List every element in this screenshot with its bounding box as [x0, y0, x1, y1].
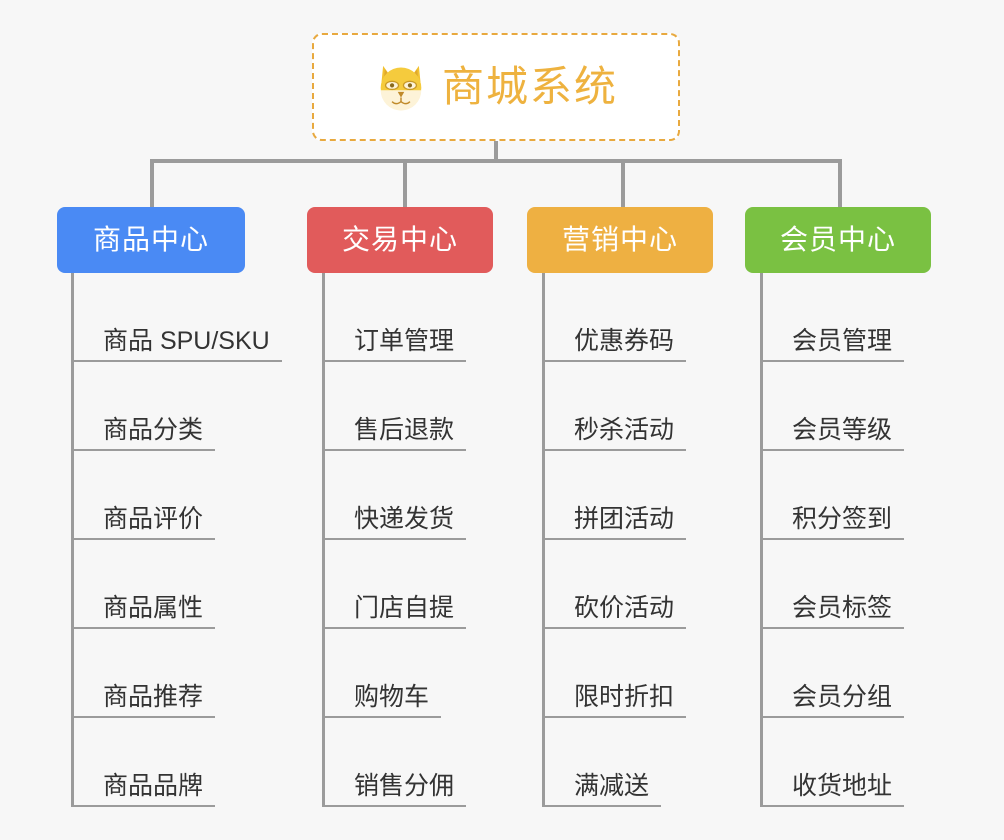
category-label: 商品中心 [92, 224, 209, 255]
leaf-item-underline: 商品属性 [71, 593, 216, 629]
category-label: 交易中心 [341, 224, 458, 255]
connector-horizontal-bus [150, 159, 840, 163]
leaf-item[interactable]: 商品分类 [71, 362, 216, 451]
leaf-item-underline: 商品评价 [71, 504, 216, 540]
leaf-item-label: 商品 SPU/SKU [103, 326, 270, 355]
root-node[interactable]: 商城系统 [312, 33, 680, 141]
leaf-item[interactable]: 满减送 [542, 718, 662, 807]
leaf-item-underline: 快递发货 [322, 504, 467, 540]
leaf-item[interactable]: 积分签到 [760, 451, 905, 540]
leaf-item-underline: 订单管理 [322, 326, 467, 362]
leaf-item-underline: 售后退款 [322, 415, 467, 451]
leaf-item-label: 会员分组 [792, 682, 893, 711]
leaf-item[interactable]: 商品 SPU/SKU [71, 273, 282, 362]
leaf-item[interactable]: 商品品牌 [71, 718, 216, 807]
leaf-item-label: 限时折扣 [574, 682, 675, 711]
leaf-item-underline: 秒杀活动 [542, 415, 687, 451]
leaf-item-label: 快递发货 [354, 504, 455, 533]
leaf-item-underline: 拼团活动 [542, 504, 687, 540]
leaf-item-label: 砍价活动 [574, 593, 675, 622]
leaf-item[interactable]: 拼团活动 [542, 451, 687, 540]
connector-root-stem [494, 141, 498, 163]
leaf-rail [71, 273, 74, 807]
leaf-item[interactable]: 快递发货 [322, 451, 467, 540]
leaf-item-underline: 商品 SPU/SKU [71, 328, 282, 362]
leaf-item[interactable]: 砍价活动 [542, 540, 687, 629]
leaf-rail [542, 273, 545, 807]
root-title: 商城系统 [441, 63, 618, 110]
connector-drop-product-center [150, 159, 154, 209]
leaf-item[interactable]: 购物车 [322, 629, 442, 718]
dog-face-icon [374, 61, 428, 113]
leaf-item-underline: 优惠券码 [542, 326, 687, 362]
leaf-item-label: 商品属性 [103, 593, 204, 622]
leaf-item[interactable]: 限时折扣 [542, 629, 687, 718]
leaf-item-label: 商品评价 [103, 504, 204, 533]
leaf-item-label: 收货地址 [792, 771, 893, 800]
leaf-item-underline: 销售分佣 [322, 771, 467, 807]
leaf-item-underline: 购物车 [322, 682, 442, 718]
category-box-trade-center[interactable]: 交易中心 [307, 207, 493, 273]
leaf-item-underline: 商品分类 [71, 415, 216, 451]
leaf-item[interactable]: 订单管理 [322, 273, 467, 362]
leaf-item-label: 秒杀活动 [574, 415, 675, 444]
leaf-item[interactable]: 商品评价 [71, 451, 216, 540]
leaf-item-underline: 商品推荐 [71, 682, 216, 718]
leaf-item-label: 售后退款 [354, 415, 455, 444]
leaf-item-underline: 收货地址 [760, 771, 905, 807]
leaf-item-label: 会员管理 [792, 326, 893, 355]
leaf-item-underline: 砍价活动 [542, 593, 687, 629]
category-box-product-center[interactable]: 商品中心 [57, 207, 245, 273]
leaf-item-underline: 门店自提 [322, 593, 467, 629]
category-box-marketing-center[interactable]: 营销中心 [527, 207, 713, 273]
leaf-rail [760, 273, 763, 807]
leaf-item-underline: 积分签到 [760, 504, 905, 540]
connector-drop-member-center [838, 159, 842, 209]
leaf-item-label: 购物车 [354, 682, 430, 711]
category-box-member-center[interactable]: 会员中心 [745, 207, 931, 273]
leaf-item-underline: 会员管理 [760, 326, 905, 362]
leaf-item-label: 优惠券码 [574, 326, 675, 355]
leaf-item[interactable]: 收货地址 [760, 718, 905, 807]
leaf-item[interactable]: 会员管理 [760, 273, 905, 362]
category-label: 营销中心 [561, 224, 678, 255]
leaf-item-underline: 商品品牌 [71, 771, 216, 807]
leaf-item[interactable]: 门店自提 [322, 540, 467, 629]
leaf-item[interactable]: 优惠券码 [542, 273, 687, 362]
category-label: 会员中心 [779, 224, 896, 255]
leaf-item[interactable]: 售后退款 [322, 362, 467, 451]
leaf-item-underline: 限时折扣 [542, 682, 687, 718]
leaf-item[interactable]: 秒杀活动 [542, 362, 687, 451]
leaf-item-underline: 会员标签 [760, 593, 905, 629]
leaf-item-underline: 会员等级 [760, 415, 905, 451]
leaf-rail [322, 273, 325, 807]
leaf-item[interactable]: 会员标签 [760, 540, 905, 629]
leaf-item-label: 会员标签 [792, 593, 893, 622]
leaf-item[interactable]: 会员等级 [760, 362, 905, 451]
leaf-item-label: 销售分佣 [354, 771, 455, 800]
leaf-item[interactable]: 商品属性 [71, 540, 216, 629]
leaf-item-underline: 满减送 [542, 771, 662, 807]
leaf-item-label: 订单管理 [354, 326, 455, 355]
leaf-item-label: 门店自提 [354, 593, 455, 622]
leaf-item-label: 会员等级 [792, 415, 893, 444]
leaf-item[interactable]: 商品推荐 [71, 629, 216, 718]
connector-drop-trade-center [403, 159, 407, 209]
leaf-item-label: 拼团活动 [574, 504, 675, 533]
leaf-item-label: 商品分类 [103, 415, 204, 444]
leaf-item[interactable]: 销售分佣 [322, 718, 467, 807]
leaf-item-label: 商品品牌 [103, 771, 204, 800]
connector-drop-marketing-center [621, 159, 625, 209]
leaf-item-label: 商品推荐 [103, 682, 204, 711]
leaf-item-label: 满减送 [574, 771, 650, 800]
leaf-item-label: 积分签到 [792, 504, 893, 533]
leaf-item[interactable]: 会员分组 [760, 629, 905, 718]
leaf-item-underline: 会员分组 [760, 682, 905, 718]
